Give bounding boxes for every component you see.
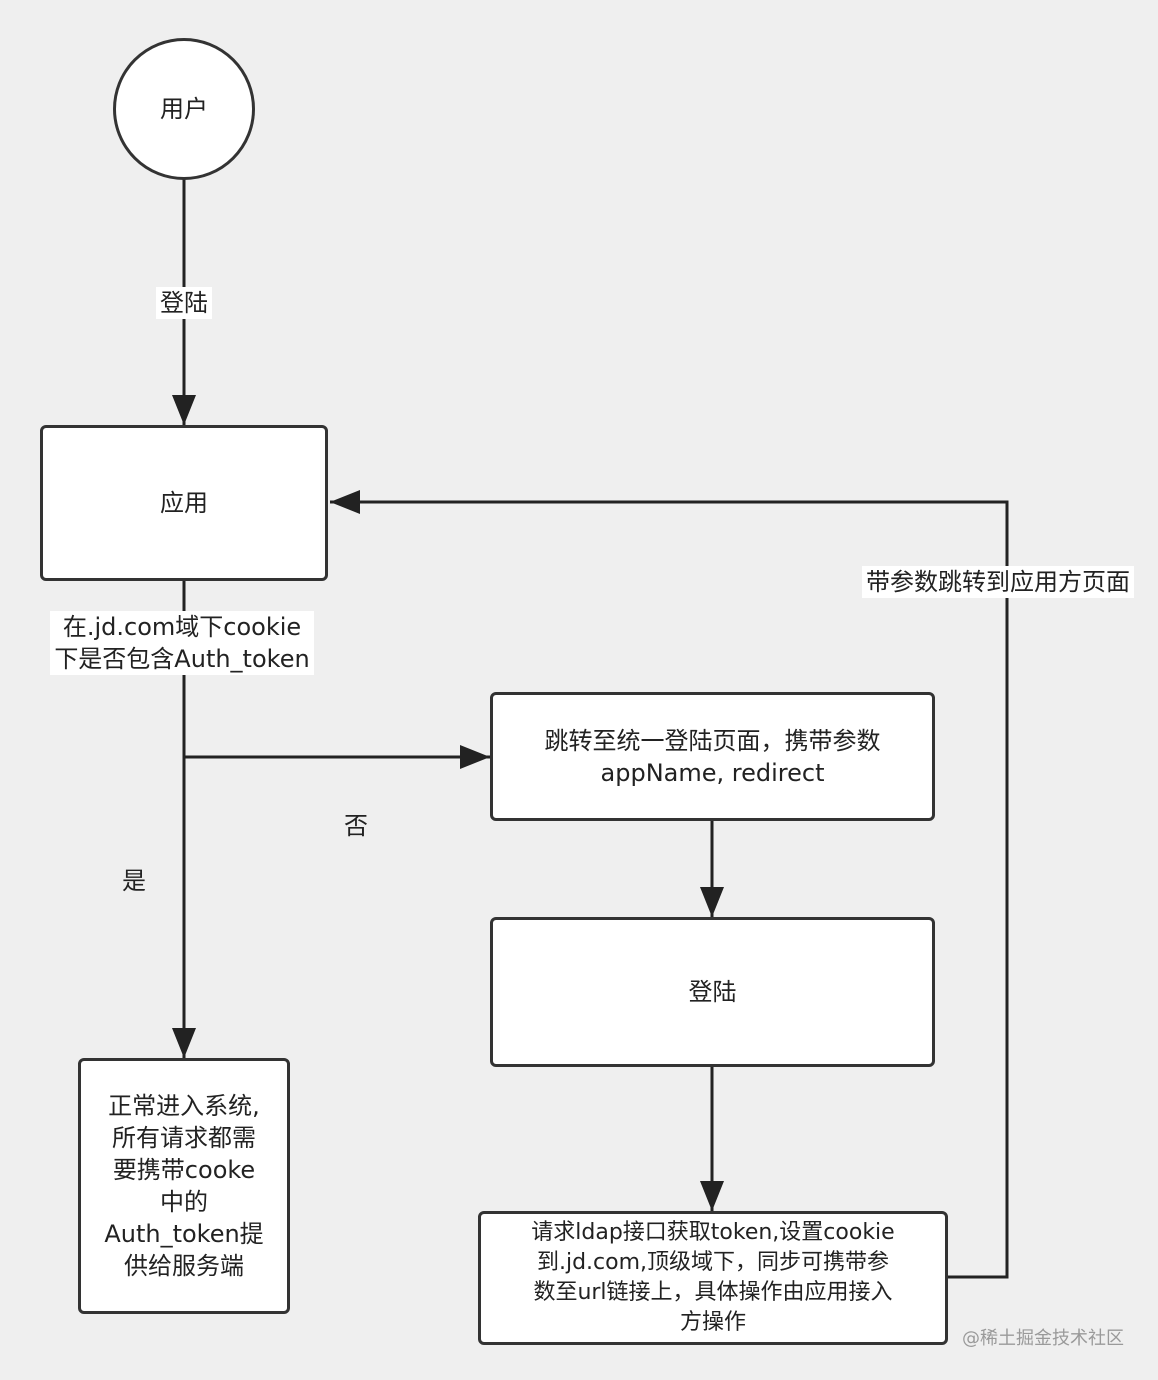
ldap-node-line1: 请求ldap接口获取token,设置cookie (531, 1220, 895, 1245)
redirect-node-line2: appName, redirect (600, 758, 825, 787)
watermark: @稀土掘金技术社区 (962, 1328, 1124, 1349)
ldap-node-line2: 到.jd.com,顶级域下，同步可携带参 (536, 1250, 890, 1275)
normal-node-line1: 正常进入系统, (108, 1092, 260, 1120)
arrowhead-app (172, 395, 196, 425)
arrowhead-normal (172, 1028, 196, 1058)
redirect-node-line1: 跳转至统一登陆页面，携带参数 (544, 726, 881, 755)
normal-access-node: 正常进入系统, 所有请求都需 要携带cooke 中的 Auth_token提 供… (78, 1058, 290, 1314)
redirect-node: 跳转至统一登陆页面，携带参数 appName, redirect (490, 692, 935, 821)
no-branch-label: 否 (344, 812, 368, 840)
normal-node-line4: 中的 (160, 1188, 208, 1216)
arrowhead-app-return (330, 490, 360, 514)
ldap-node-line4: 方操作 (679, 1310, 746, 1335)
normal-node-line2: 所有请求都需 (112, 1124, 256, 1152)
normal-node-line3: 要携带cooke (112, 1156, 256, 1184)
login-edge-label: 登陆 (156, 287, 212, 319)
ldap-node-line3: 数至url链接上，具体操作由应用接入 (533, 1280, 893, 1305)
edge-ldap-back-to-app (330, 500, 1009, 1279)
user-node-label: 用户 (160, 95, 208, 123)
ldap-node: 请求ldap接口获取token,设置cookie 到.jd.com,顶级域下，同… (478, 1211, 948, 1345)
arrowhead-login (700, 887, 724, 917)
cookie-check-line1: 在.jd.com域下cookie (62, 613, 302, 641)
back-to-app-label: 带参数跳转到应用方页面 (862, 566, 1134, 598)
arrowhead-ldap (700, 1181, 724, 1211)
app-node: 应用 (40, 425, 328, 581)
arrowhead-redirect (460, 745, 490, 769)
cookie-check-label: 在.jd.com域下cookie 下是否包含Auth_token (50, 611, 314, 675)
normal-node-line5: Auth_token提 (104, 1220, 264, 1248)
login-node-label: 登陆 (688, 978, 737, 1006)
yes-branch-label: 是 (122, 867, 146, 895)
cookie-check-line2: 下是否包含Auth_token (54, 645, 310, 673)
user-node: 用户 (113, 38, 255, 180)
app-node-label: 应用 (160, 489, 208, 517)
normal-node-line6: 供给服务端 (124, 1252, 244, 1280)
login-node: 登陆 (490, 917, 935, 1067)
